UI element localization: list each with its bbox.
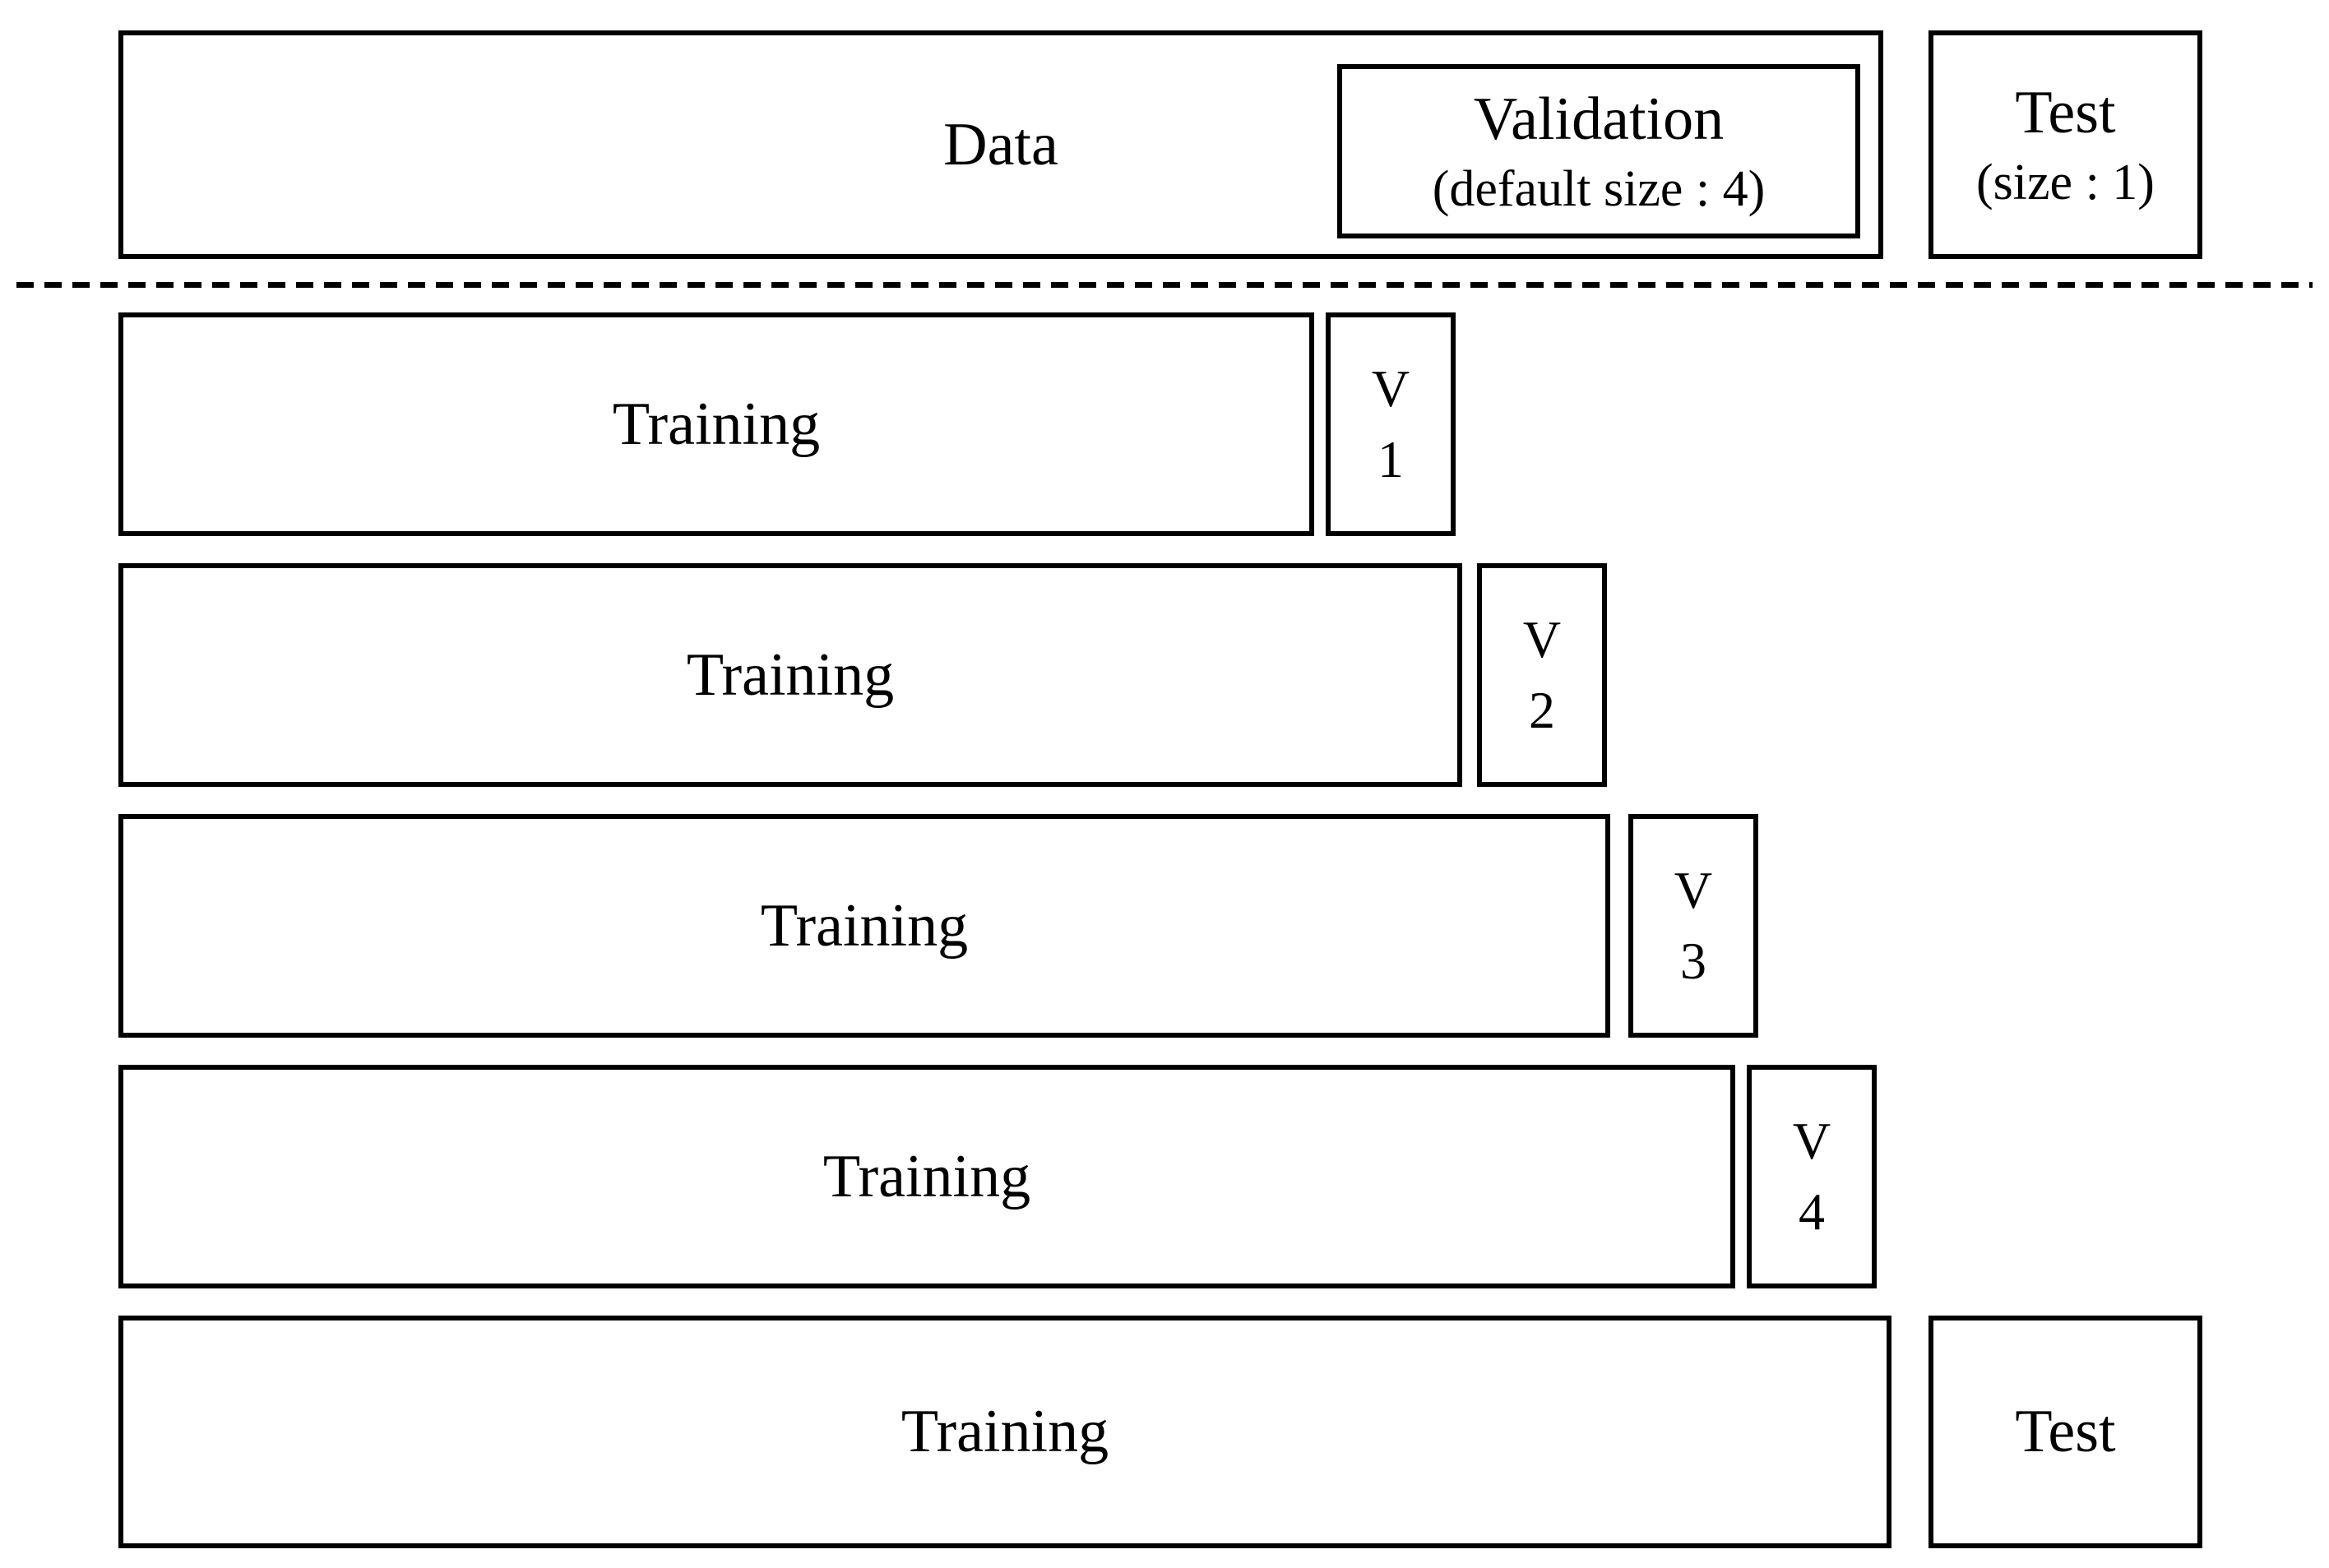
fold1-training-label: Training	[612, 390, 821, 458]
fold5-training-label: Training	[901, 1398, 1109, 1466]
fold3-training-label: Training	[760, 891, 969, 960]
fold4-validation-letter: V	[1792, 1111, 1831, 1170]
fold1-validation-label-stack: V 1	[1372, 354, 1410, 496]
fold2-validation-box: V 2	[1477, 563, 1607, 787]
dashed-divider-line	[16, 282, 2313, 288]
fold3-training-box: Training	[118, 814, 1610, 1038]
fold5-training-box: Training	[118, 1316, 1891, 1548]
fold1-validation-number: 1	[1377, 430, 1404, 488]
fold5-test-label: Test	[2015, 1398, 2116, 1466]
fold3-validation-letter: V	[1674, 860, 1713, 919]
validation-label: Validation	[1473, 86, 1725, 153]
fold4-training-label: Training	[822, 1142, 1031, 1210]
data-label: Data	[943, 110, 1058, 178]
fold3-validation-label-stack: V 3	[1674, 855, 1712, 997]
test-label-stack: Test (size : 1)	[1976, 75, 2155, 215]
fold4-validation-label-stack: V 4	[1793, 1106, 1831, 1248]
fold5-test-box: Test	[1928, 1316, 2202, 1548]
validation-box: Validation (default size : 4)	[1337, 64, 1860, 238]
test-label: Test	[2015, 79, 2116, 146]
fold2-validation-letter: V	[1522, 609, 1562, 668]
fold1-validation-letter: V	[1371, 358, 1410, 418]
fold4-training-box: Training	[118, 1065, 1735, 1288]
test-size-label: (size : 1)	[1976, 154, 2155, 210]
fold2-validation-number: 2	[1529, 681, 1555, 739]
fold1-training-box: Training	[118, 312, 1314, 536]
data-box: Data Validation (default size : 4)	[118, 30, 1883, 259]
validation-size-label: (default size : 4)	[1432, 160, 1766, 217]
validation-label-stack: Validation (default size : 4)	[1433, 81, 1766, 221]
fold4-validation-box: V 4	[1747, 1065, 1877, 1288]
fold3-validation-number: 3	[1680, 932, 1706, 990]
fold3-validation-box: V 3	[1628, 814, 1758, 1038]
fold1-validation-box: V 1	[1326, 312, 1456, 536]
test-box: Test (size : 1)	[1928, 30, 2202, 259]
fold2-training-box: Training	[118, 563, 1462, 787]
fold4-validation-number: 4	[1799, 1182, 1825, 1241]
fold2-validation-label-stack: V 2	[1523, 604, 1561, 747]
fold2-training-label: Training	[686, 641, 895, 709]
